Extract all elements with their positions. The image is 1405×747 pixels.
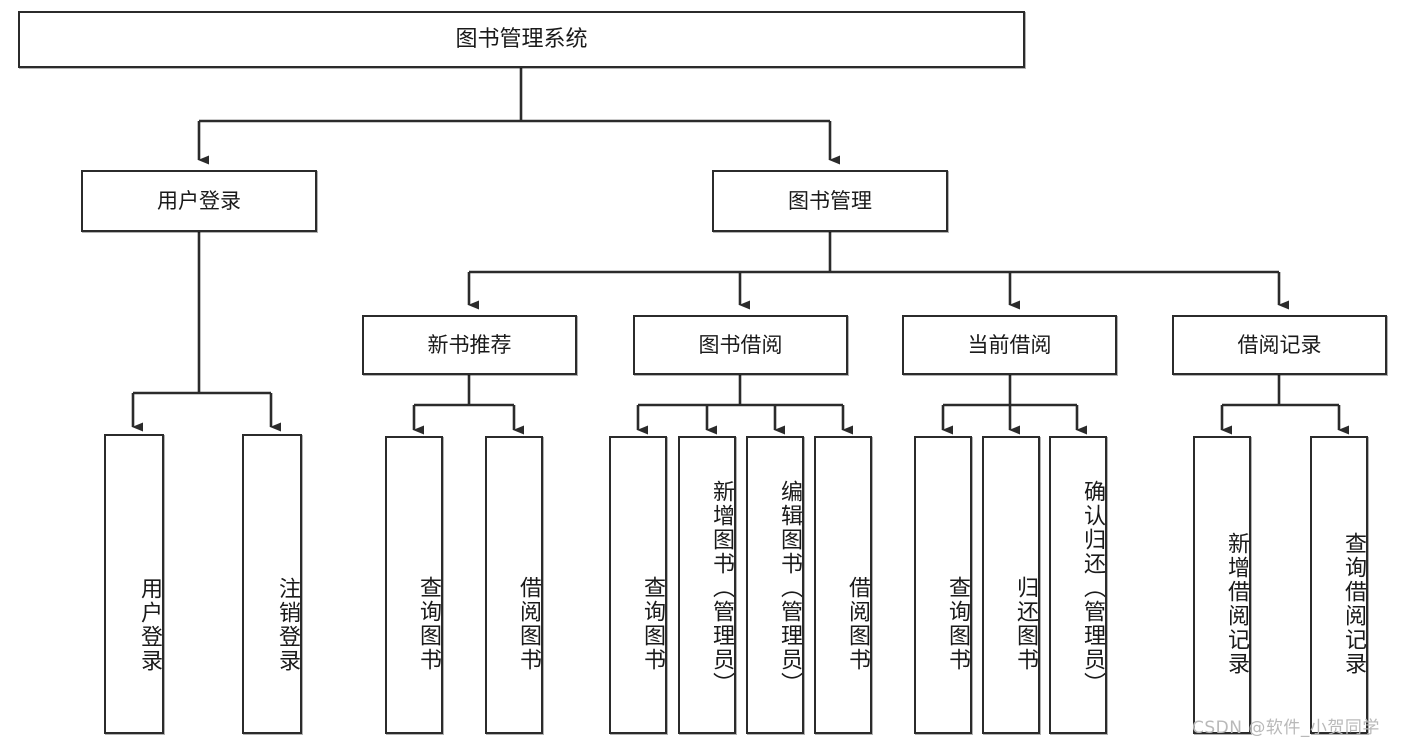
node-borrow-record[interactable]: 借阅记录 [1172, 315, 1387, 375]
node-leaf-query-book-1[interactable]: 查询图书 [385, 436, 443, 734]
node-leaf-query-record[interactable]: 查询借阅记录 [1310, 436, 1368, 734]
node-current-borrow[interactable]: 当前借阅 [902, 315, 1117, 375]
node-book-borrow[interactable]: 图书借阅 [633, 315, 848, 375]
node-user-login-label: 用户登录 [157, 188, 241, 213]
node-leaf-add-record-label: 新增借阅记录 [1224, 532, 1249, 676]
node-leaf-query-book-3-label: 查询图书 [945, 576, 970, 672]
node-new-book-rec[interactable]: 新书推荐 [362, 315, 577, 375]
node-leaf-borrow-book-1[interactable]: 借阅图书 [485, 436, 543, 734]
node-leaf-confirm-return-label: 确认归还（管理员） [1080, 480, 1105, 696]
csdn-watermark: CSDN @软件_小贺同学 [1192, 718, 1380, 738]
node-leaf-add-record[interactable]: 新增借阅记录 [1193, 436, 1251, 734]
node-current-borrow-label: 当前借阅 [967, 332, 1052, 357]
node-leaf-return-book[interactable]: 归还图书 [982, 436, 1040, 734]
node-root[interactable]: 图书管理系统 [18, 11, 1025, 68]
node-book-manage-label: 图书管理 [788, 188, 872, 213]
node-book-borrow-label: 图书借阅 [698, 332, 783, 357]
node-leaf-edit-book[interactable]: 编辑图书（管理员） [746, 436, 804, 734]
node-leaf-add-book[interactable]: 新增图书（管理员） [678, 436, 736, 734]
node-leaf-edit-book-label: 编辑图书（管理员） [777, 480, 802, 696]
node-leaf-query-book-2-label: 查询图书 [640, 576, 665, 672]
node-leaf-borrow-book-2[interactable]: 借阅图书 [814, 436, 872, 734]
node-leaf-confirm-return[interactable]: 确认归还（管理员） [1049, 436, 1107, 734]
node-root-label: 图书管理系统 [455, 26, 588, 52]
node-book-manage[interactable]: 图书管理 [712, 170, 948, 232]
node-leaf-query-book-2[interactable]: 查询图书 [609, 436, 667, 734]
node-leaf-query-book-1-label: 查询图书 [416, 576, 441, 672]
node-leaf-logout[interactable]: 注销登录 [242, 434, 302, 734]
node-leaf-borrow-book-1-label: 借阅图书 [516, 576, 541, 672]
node-borrow-record-label: 借阅记录 [1237, 332, 1322, 357]
node-new-book-rec-label: 新书推荐 [427, 332, 512, 357]
node-leaf-add-book-label: 新增图书（管理员） [709, 480, 734, 696]
node-leaf-query-book-3[interactable]: 查询图书 [914, 436, 972, 734]
node-leaf-borrow-book-2-label: 借阅图书 [845, 576, 870, 672]
node-user-login[interactable]: 用户登录 [81, 170, 317, 232]
node-leaf-return-book-label: 归还图书 [1013, 576, 1038, 672]
node-leaf-user-login[interactable]: 用户登录 [104, 434, 164, 734]
node-leaf-logout-label: 注销登录 [275, 577, 300, 673]
node-leaf-user-login-label: 用户登录 [137, 577, 162, 673]
node-leaf-query-record-label: 查询借阅记录 [1341, 532, 1366, 676]
